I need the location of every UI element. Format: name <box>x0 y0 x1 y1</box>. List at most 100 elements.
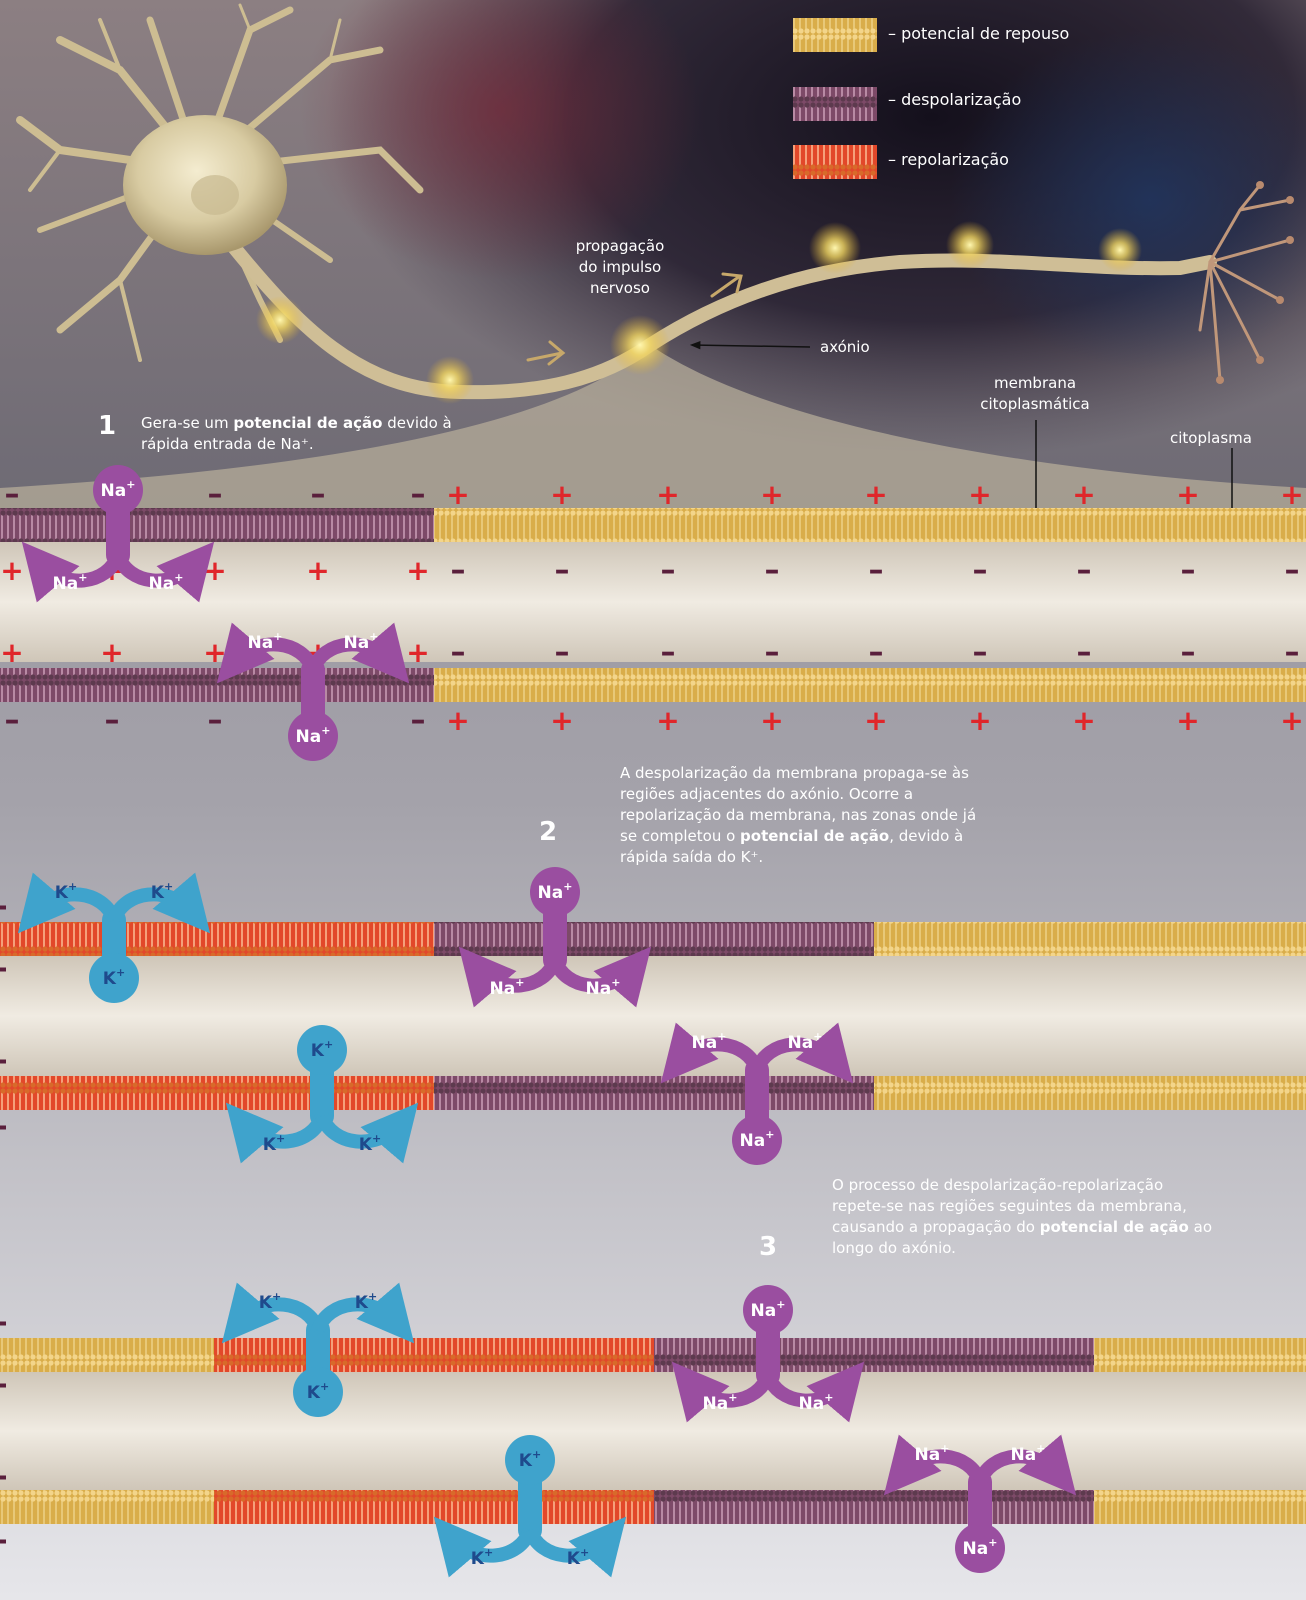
plus-charge: + <box>203 636 226 669</box>
cytoplasm-band <box>0 956 1306 1076</box>
membrane-segment <box>874 922 1306 956</box>
step-1-number: 1 <box>98 411 117 441</box>
legend-resting-label: – potencial de repouso <box>888 24 1070 43</box>
minus-charge: – <box>0 1043 8 1078</box>
minus-charge: – <box>0 1523 8 1558</box>
minus-charge: – <box>5 477 20 512</box>
cytoplasm-band <box>0 1372 1306 1490</box>
minus-charge: – <box>0 1459 8 1494</box>
minus-charge: – <box>555 553 570 588</box>
minus-charge: – <box>1285 553 1300 588</box>
minus-charge: – <box>0 1523 8 1558</box>
minus-charge: – <box>0 1109 8 1144</box>
minus-charge: – <box>0 951 8 986</box>
membrane-segment <box>0 922 434 956</box>
sodium-channel: Na+Na+Na+ <box>21 465 215 603</box>
minus-charge: – <box>208 703 223 738</box>
minus-charge: – <box>0 1459 8 1494</box>
minus-charge: – <box>0 1305 8 1340</box>
minus-charge: – <box>1181 635 1196 670</box>
minus-charge: – <box>0 1367 8 1402</box>
minus-charge: – <box>555 635 570 670</box>
minus-charge: – <box>0 889 8 924</box>
legend-depolarization-label: – despolarização <box>888 90 1022 109</box>
minus-charge: – <box>0 1043 8 1078</box>
minus-charge: – <box>0 1109 8 1144</box>
minus-charge: – <box>0 1367 8 1402</box>
minus-charge: – <box>0 951 8 986</box>
minus-charge: – <box>0 1367 8 1402</box>
membrane-segment <box>434 668 1306 702</box>
minus-charge: – <box>0 951 8 986</box>
minus-charge: – <box>0 1459 8 1494</box>
membrane-panels: –––––++++++++++++++–––––––––+++++–––––––… <box>0 465 1306 1578</box>
sodium-channel: Na+Na+Na+ <box>660 1022 854 1165</box>
minus-charge: – <box>0 951 8 986</box>
legend-swatches <box>793 18 877 179</box>
step-3-text-b: ao longo do axónio. <box>832 1218 1213 1257</box>
plus-charge: + <box>406 554 429 587</box>
minus-charge: – <box>0 1367 8 1402</box>
minus-charge: – <box>0 889 8 924</box>
minus-charge: – <box>0 1109 8 1144</box>
minus-charge: – <box>1285 635 1300 670</box>
minus-charge: – <box>0 1523 8 1558</box>
minus-charge: – <box>973 553 988 588</box>
minus-charge: – <box>0 1367 8 1402</box>
minus-charge: – <box>0 889 8 924</box>
minus-charge: – <box>451 635 466 670</box>
step-2-text-a: A despolarização da membrana propaga-se … <box>620 764 977 845</box>
step-3-number: 3 <box>759 1232 778 1262</box>
minus-charge: – <box>0 1043 8 1078</box>
minus-charge: – <box>0 1305 8 1340</box>
minus-charge: – <box>0 1523 8 1558</box>
sodium-channel: Na+Na+Na+ <box>458 867 652 1008</box>
plus-charge: + <box>550 478 573 511</box>
plus-charge: + <box>203 554 226 587</box>
minus-charge: – <box>0 951 8 986</box>
minus-charge: – <box>0 1305 8 1340</box>
minus-charge: – <box>0 1523 8 1558</box>
minus-charge: – <box>0 1109 8 1144</box>
minus-charge: – <box>0 1523 8 1558</box>
minus-charge: – <box>0 1523 8 1558</box>
minus-charge: – <box>0 1043 8 1078</box>
cytoplasm-band <box>0 542 1306 662</box>
step-3-text: O processo de despolarização-repolarizaç… <box>832 1175 1212 1259</box>
minus-charge: – <box>0 1109 8 1144</box>
minus-charge: – <box>0 951 8 986</box>
minus-charge: – <box>1181 553 1196 588</box>
minus-charge: – <box>0 889 8 924</box>
minus-charge: – <box>0 1523 8 1558</box>
minus-charge: – <box>0 1043 8 1078</box>
plus-charge: + <box>760 704 783 737</box>
plus-charge: + <box>100 636 123 669</box>
minus-charge: – <box>0 889 8 924</box>
minus-charge: – <box>0 1043 8 1078</box>
minus-charge: – <box>0 1367 8 1402</box>
propagation-line-2: do impulso <box>578 258 662 276</box>
minus-charge: – <box>0 1459 8 1494</box>
propagation-label: propagação do impulso nervoso <box>560 236 680 299</box>
minus-charge: – <box>0 951 8 986</box>
plus-charge: + <box>1072 704 1095 737</box>
membrane-segment <box>1094 1490 1306 1524</box>
minus-charge: – <box>0 1109 8 1144</box>
minus-charge: – <box>0 1523 8 1558</box>
membrane-segment <box>434 1076 874 1110</box>
minus-charge: – <box>0 1043 8 1078</box>
minus-charge: – <box>0 951 8 986</box>
minus-charge: – <box>0 1043 8 1078</box>
minus-charge: – <box>0 1305 8 1340</box>
minus-charge: – <box>0 951 8 986</box>
membrane-segment <box>434 922 874 956</box>
minus-charge: – <box>0 1523 8 1558</box>
potassium-channel: K+K+K+ <box>17 872 211 1003</box>
minus-charge: – <box>661 635 676 670</box>
minus-charge: – <box>0 1459 8 1494</box>
plus-charge: + <box>968 478 991 511</box>
sodium-channel: Na+Na+Na+ <box>216 622 410 761</box>
plus-charge: + <box>0 554 23 587</box>
minus-charge: – <box>0 1305 8 1340</box>
